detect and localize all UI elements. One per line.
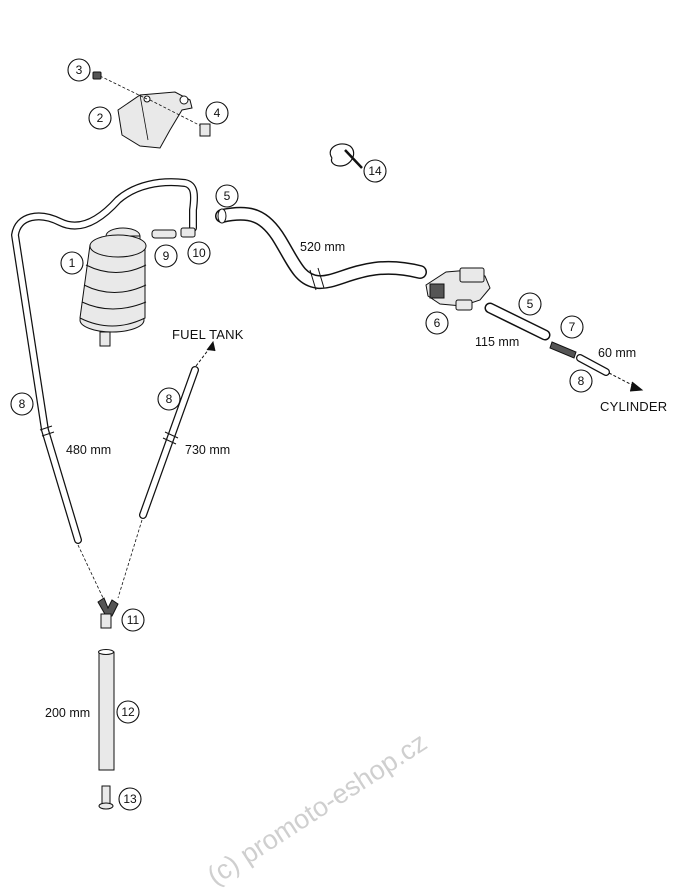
carbon-canister-part — [79, 227, 147, 347]
svg-text:7: 7 — [569, 320, 576, 334]
purge-valve-part — [425, 267, 491, 311]
callout-1: 1 — [60, 251, 84, 275]
drain-hose-12 — [98, 649, 115, 771]
dim-480mm: 480 mm — [66, 443, 111, 457]
watermark-text: (c) promoto-eshop.cz — [202, 727, 432, 891]
dim-115mm: 115 mm — [475, 335, 519, 349]
svg-text:8: 8 — [166, 392, 173, 406]
hose-5-520mm — [215, 206, 427, 291]
label-fuel-tank: FUEL TANK — [172, 327, 244, 342]
dim-200mm: 200 mm — [45, 706, 90, 720]
dim-730mm: 730 mm — [185, 443, 230, 457]
callout-12: 12 — [116, 700, 140, 724]
callout-4: 4 — [205, 101, 229, 125]
y-fitting-part — [97, 597, 119, 629]
svg-text:1: 1 — [69, 256, 76, 270]
callout-5-upper: 5 — [215, 184, 239, 208]
label-cylinder: CYLINDER — [600, 399, 667, 414]
callout-8-left: 8 — [10, 392, 34, 416]
svg-text:3: 3 — [76, 63, 83, 77]
canister-hose-8-left — [10, 178, 198, 544]
callout-11: 11 — [121, 608, 145, 632]
hose-8-60mm — [576, 354, 644, 392]
svg-text:8: 8 — [19, 397, 26, 411]
svg-text:12: 12 — [121, 705, 135, 719]
dim-60mm: 60 mm — [598, 346, 636, 360]
fuel-tank-hose-8 — [139, 340, 216, 519]
callout-9: 9 — [154, 244, 178, 268]
callout-5-lower: 5 — [518, 292, 542, 316]
svg-text:13: 13 — [123, 792, 137, 806]
callout-10: 10 — [187, 241, 211, 265]
callout-8-right: 8 — [569, 369, 593, 393]
cable-tie-part — [329, 143, 363, 169]
svg-text:9: 9 — [163, 249, 170, 263]
fitting-part-7 — [549, 341, 577, 359]
callout-7: 7 — [560, 315, 584, 339]
bracket-assembly — [92, 71, 211, 149]
hose-5-115mm — [484, 302, 551, 341]
svg-text:4: 4 — [214, 106, 221, 120]
callout-14: 14 — [363, 159, 387, 183]
svg-text:5: 5 — [527, 297, 534, 311]
callout-13: 13 — [118, 787, 142, 811]
svg-text:10: 10 — [192, 246, 206, 260]
svg-text:8: 8 — [578, 374, 585, 388]
callout-2: 2 — [88, 106, 112, 130]
svg-text:11: 11 — [127, 613, 140, 627]
connector-parts-9-10 — [151, 227, 196, 239]
callout-3: 3 — [67, 58, 91, 82]
svg-text:5: 5 — [224, 189, 231, 203]
callout-8-center: 8 — [157, 387, 181, 411]
dim-520mm: 520 mm — [300, 240, 345, 254]
callout-6: 6 — [425, 311, 449, 335]
svg-text:2: 2 — [97, 111, 104, 125]
plug-part-13 — [98, 785, 114, 810]
svg-text:14: 14 — [368, 164, 382, 178]
svg-text:6: 6 — [434, 316, 441, 330]
